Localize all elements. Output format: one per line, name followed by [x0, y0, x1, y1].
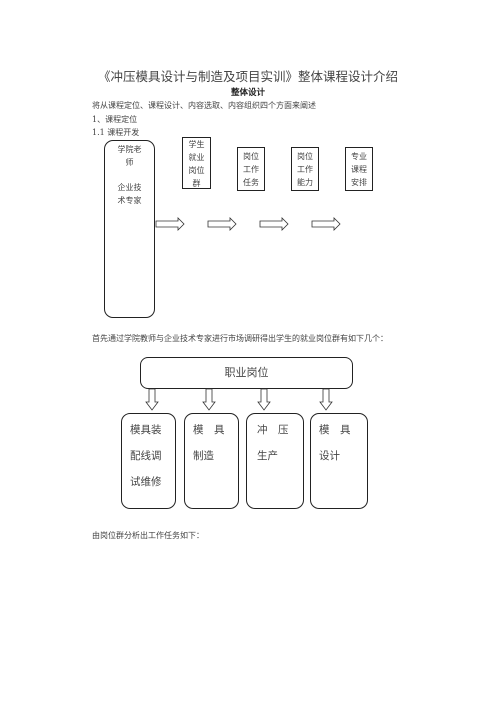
- job-header-label: 职业岗位: [224, 366, 269, 379]
- arrow-right-icon: [311, 217, 341, 231]
- document-title: 《冲压模具设计与制造及项目实训》整体课程设计介绍: [97, 69, 398, 84]
- job-box-mold-assembly: 模具装 配线调 试维修: [121, 413, 176, 509]
- step-3-line-3: 能力: [297, 178, 313, 187]
- job-1-line-1: 模具装: [130, 424, 162, 436]
- job-4-line-2: 设计: [319, 450, 340, 462]
- survey-paragraph: 首先通过学院教师与企业技术专家进行市场调研得出学生的就业岗位群有如下几个：: [92, 334, 388, 343]
- job-1-line-2: 配线调: [130, 450, 162, 462]
- job-arrows: [145, 388, 333, 411]
- arrow-down-icon: [202, 388, 216, 411]
- job-box-mold-manufacturing: 模 具 制造: [184, 413, 239, 509]
- section-heading-1-1: 1.1 课程开发: [92, 128, 140, 137]
- step-1-line-2: 就业: [188, 153, 205, 162]
- step-3-line-2: 工作: [297, 165, 313, 174]
- step-1-line-1: 学生: [188, 140, 205, 149]
- step-1-line-4: 群: [192, 179, 201, 188]
- job-3-line-2: 生产: [257, 450, 278, 462]
- step-4-line-1: 专业: [351, 152, 367, 161]
- job-4-line-1: 模 具: [319, 424, 351, 436]
- job-header-box: 职业岗位: [140, 357, 353, 389]
- arrow-right-icon: [259, 217, 289, 231]
- source-line-3: 企业技: [117, 183, 142, 192]
- step-3-line-1: 岗位: [297, 152, 313, 161]
- job-box-stamping-production: 冲 压 生产: [246, 413, 304, 509]
- step-box-job-tasks: 岗位 工作 任务: [237, 147, 265, 191]
- step-2-line-3: 任务: [243, 178, 259, 187]
- step-box-job-abilities: 岗位 工作 能力: [291, 147, 319, 191]
- arrow-down-icon: [145, 388, 159, 411]
- job-2-line-2: 制造: [193, 450, 214, 462]
- job-box-mold-design: 模 具 设计: [310, 413, 368, 509]
- source-box: 学院老 师 企业技 术专家: [104, 140, 155, 318]
- source-line-1: 学院老: [117, 145, 142, 154]
- step-2-line-1: 岗位: [243, 152, 259, 161]
- step-1-line-3: 岗位: [188, 166, 205, 175]
- tasks-paragraph: 由岗位群分析出工作任务如下：: [92, 531, 204, 540]
- step-4-line-2: 课程: [351, 165, 367, 174]
- flow-arrows: [155, 217, 341, 231]
- arrow-right-icon: [207, 217, 237, 231]
- step-box-employment-groups: 学生 就业 岗位 群: [182, 137, 211, 189]
- source-line-2: 师: [125, 158, 134, 167]
- arrow-down-icon: [319, 388, 333, 411]
- section-heading-1: 1、课程定位: [92, 115, 138, 124]
- arrow-right-icon: [155, 217, 185, 231]
- step-4-line-3: 安排: [351, 178, 367, 187]
- step-2-line-2: 工作: [243, 165, 259, 174]
- job-1-line-3: 试维修: [130, 476, 162, 488]
- intro-text: 将从课程定位、课程设计、内容选取、内容组织四个方面来阐述: [92, 101, 316, 110]
- arrow-down-icon: [257, 388, 271, 411]
- job-2-line-1: 模 具: [193, 424, 225, 436]
- step-box-course-arrangement: 专业 课程 安排: [345, 147, 373, 191]
- job-3-line-1: 冲 压: [257, 424, 289, 436]
- source-line-4: 术专家: [117, 196, 142, 205]
- document-subtitle: 整体设计: [230, 88, 265, 98]
